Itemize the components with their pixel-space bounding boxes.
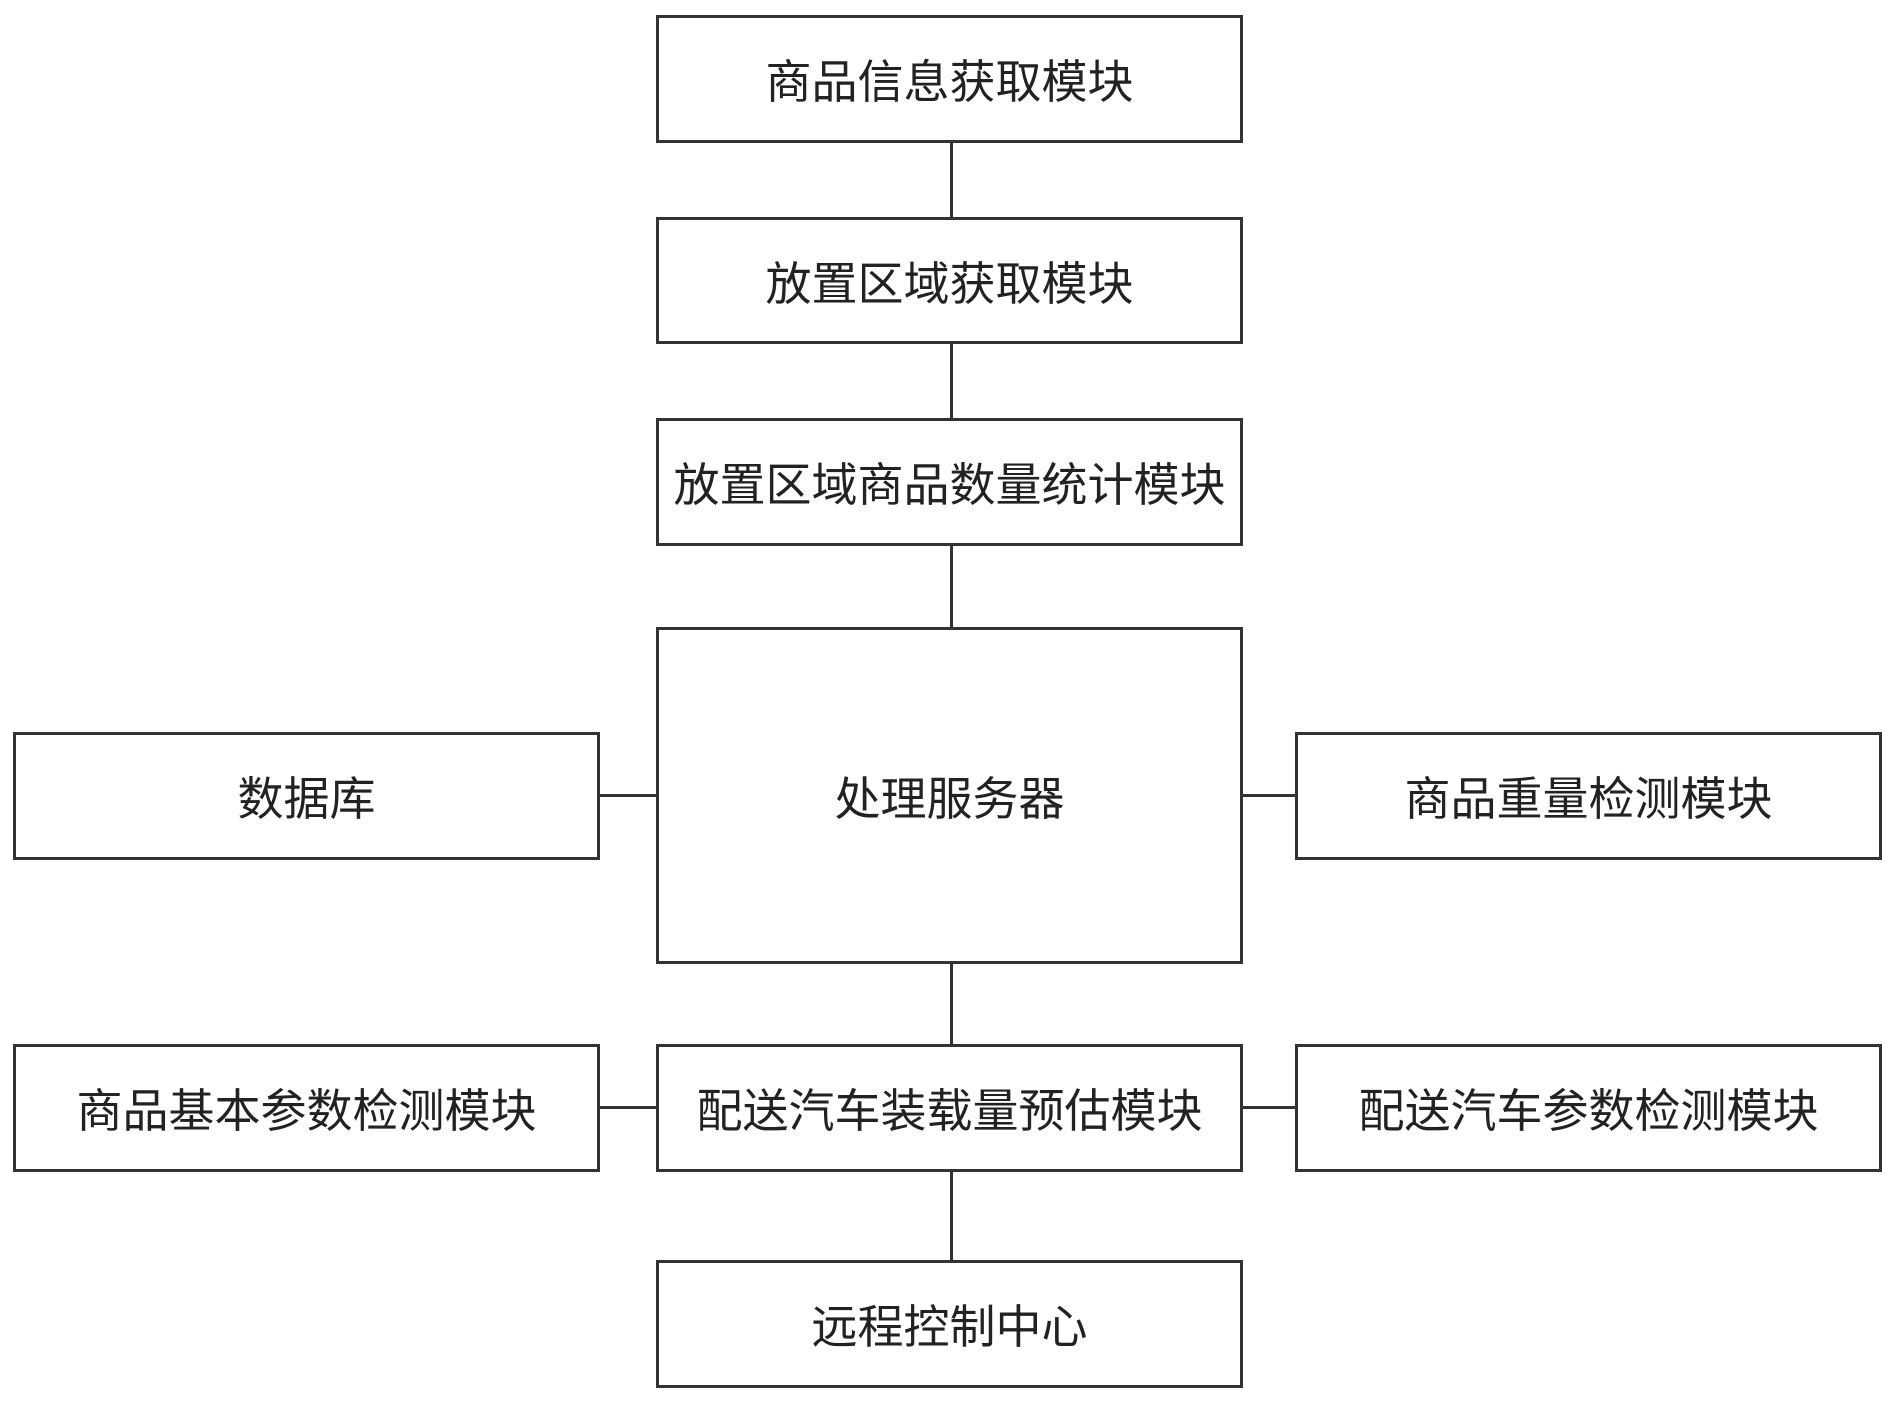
area-acquire-module-label: 放置区域获取模块 bbox=[766, 248, 1134, 314]
weight-detect-module-label: 商品重量检测模块 bbox=[1405, 763, 1773, 829]
connector-server-to-weight-detect bbox=[1242, 794, 1297, 797]
vehicle-param-detect-module-label: 配送汽车参数检测模块 bbox=[1359, 1075, 1819, 1141]
remote-control-center-label: 远程控制中心 bbox=[812, 1291, 1088, 1357]
product-info-module-box: 商品信息获取模块 bbox=[656, 15, 1243, 143]
load-estimate-module-box: 配送汽车装载量预估模块 bbox=[656, 1044, 1243, 1172]
processing-server-box: 处理服务器 bbox=[656, 627, 1243, 964]
connector-load-estimate-to-remote-center bbox=[950, 1170, 953, 1262]
basic-param-detect-module-label: 商品基本参数检测模块 bbox=[77, 1075, 537, 1141]
database-box: 数据库 bbox=[13, 732, 600, 860]
product-info-module-label: 商品信息获取模块 bbox=[766, 46, 1134, 112]
area-count-module-label: 放置区域商品数量统计模块 bbox=[674, 449, 1226, 515]
processing-server-label: 处理服务器 bbox=[835, 763, 1065, 829]
connector-database-to-server bbox=[598, 794, 658, 797]
connector-area-count-to-server bbox=[950, 544, 953, 629]
connector-area-acquire-to-area-count bbox=[950, 342, 953, 420]
area-count-module-box: 放置区域商品数量统计模块 bbox=[656, 418, 1243, 546]
connector-product-info-to-area-acquire bbox=[950, 141, 953, 219]
database-label: 数据库 bbox=[238, 763, 376, 829]
connector-load-estimate-to-vehicle-param bbox=[1242, 1106, 1297, 1109]
basic-param-detect-module-box: 商品基本参数检测模块 bbox=[13, 1044, 600, 1172]
area-acquire-module-box: 放置区域获取模块 bbox=[656, 217, 1243, 344]
vehicle-param-detect-module-box: 配送汽车参数检测模块 bbox=[1295, 1044, 1882, 1172]
weight-detect-module-box: 商品重量检测模块 bbox=[1295, 732, 1882, 860]
remote-control-center-box: 远程控制中心 bbox=[656, 1260, 1243, 1388]
connector-basic-param-to-load-estimate bbox=[598, 1106, 658, 1109]
connector-server-to-load-estimate bbox=[950, 962, 953, 1046]
load-estimate-module-label: 配送汽车装载量预估模块 bbox=[697, 1075, 1203, 1141]
